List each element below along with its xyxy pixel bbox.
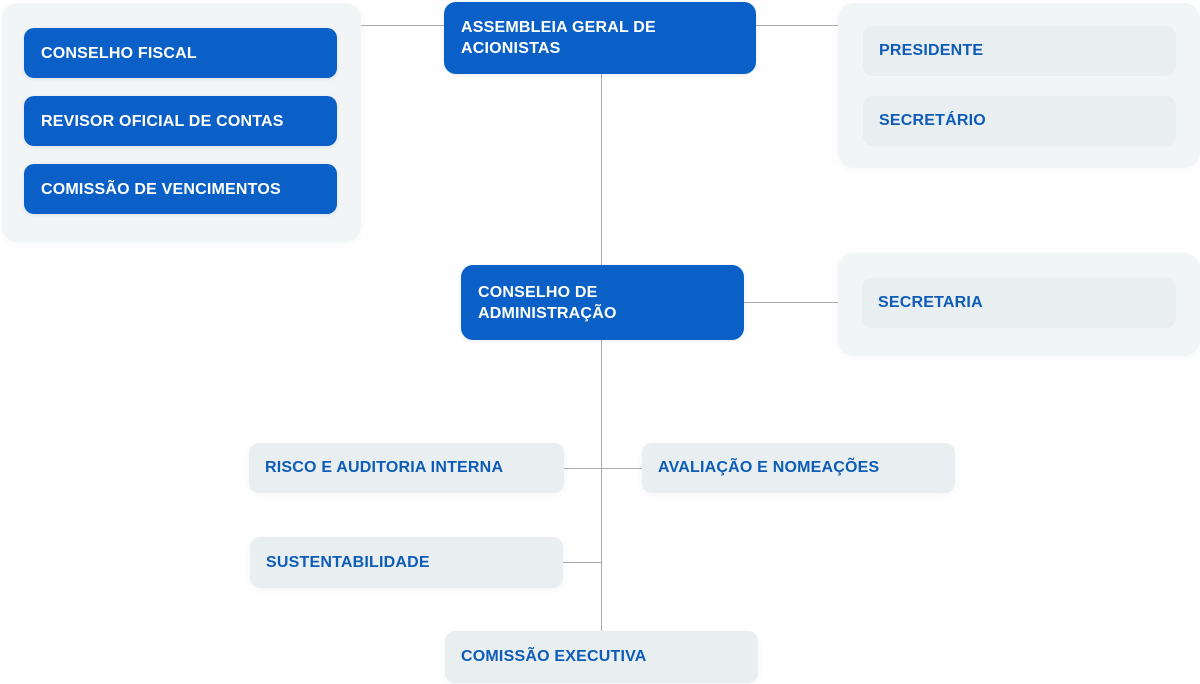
node-sustentabilidade: SUSTENTABILIDADE [250, 537, 563, 588]
node-assembleia-geral: ASSEMBLEIA GERAL DE ACIONISTAS [444, 2, 756, 74]
node-secretario: SECRETÁRIO [863, 96, 1176, 146]
secretaria-panel: SECRETARIA [838, 253, 1200, 356]
connector-secretaria-panel [744, 302, 838, 303]
connector-risco-avaliacao [564, 468, 642, 469]
node-comissao-vencimentos: COMISSÃO DE VENCIMENTOS [24, 164, 337, 214]
node-conselho-administracao: CONSELHO DE ADMINISTRAÇÃO [461, 265, 744, 340]
node-comissao-executiva-label: COMISSÃO EXECUTIVA [461, 648, 647, 665]
node-risco-auditoria-interna: RISCO E AUDITORIA INTERNA [249, 443, 564, 493]
node-avaliacao-nomeacoes: AVALIAÇÃO E NOMEAÇÕES [642, 443, 955, 493]
node-secretario-label: SECRETÁRIO [879, 112, 986, 129]
node-assembleia-geral-label: ASSEMBLEIA GERAL DE ACIONISTAS [461, 19, 656, 57]
connector-mesa-panel [756, 25, 838, 26]
node-presidente-label: PRESIDENTE [879, 42, 984, 59]
node-revisor-oficial-contas: REVISOR OFICIAL DE CONTAS [24, 96, 337, 146]
node-conselho-fiscal-label: CONSELHO FISCAL [41, 44, 197, 62]
node-conselho-administracao-label: CONSELHO DE ADMINISTRAÇÃO [478, 283, 617, 322]
node-risco-auditoria-interna-label: RISCO E AUDITORIA INTERNA [265, 459, 504, 476]
node-conselho-fiscal: CONSELHO FISCAL [24, 28, 337, 78]
node-secretaria: SECRETARIA [862, 278, 1176, 328]
connector-fiscal-panel [361, 25, 444, 26]
node-sustentabilidade-label: SUSTENTABILIDADE [266, 553, 430, 571]
node-presidente: PRESIDENTE [863, 26, 1176, 76]
mesa-assembleia-panel: PRESIDENTE SECRETÁRIO [838, 3, 1200, 168]
node-comissao-vencimentos-label: COMISSÃO DE VENCIMENTOS [41, 180, 281, 198]
node-revisor-oficial-contas-label: REVISOR OFICIAL DE CONTAS [41, 112, 284, 130]
node-comissao-executiva: COMISSÃO EXECUTIVA [445, 631, 758, 683]
node-avaliacao-nomeacoes-label: AVALIAÇÃO E NOMEAÇÕES [658, 459, 880, 476]
connector-sustentabilidade [563, 562, 601, 563]
connector-vertical-spine [601, 74, 602, 631]
fiscal-bodies-panel: CONSELHO FISCAL REVISOR OFICIAL DE CONTA… [2, 3, 361, 242]
node-secretaria-label: SECRETARIA [878, 294, 983, 311]
